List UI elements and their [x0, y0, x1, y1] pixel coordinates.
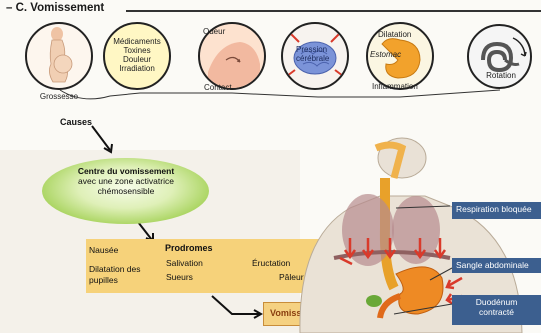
prodrome-item: Nausée: [89, 245, 118, 255]
prodromes-title: Prodromes: [165, 243, 213, 253]
centre-line2: avec une zone activatrice: [50, 176, 202, 186]
prodrome-item: Sueurs: [166, 272, 193, 282]
prodrome-item: Éructation: [252, 258, 290, 268]
centre-line3: chémosensible: [50, 186, 202, 196]
causes-label: Causes: [60, 117, 92, 127]
cause-link-line: [60, 90, 110, 99]
prodromes-to-vomissement-arrow: [212, 296, 260, 314]
duodenum-label: Duodénum contracté: [452, 295, 541, 325]
centre-title: Centre du vomissement: [50, 166, 202, 176]
prodrome-item: Dilatation des: [89, 264, 141, 274]
sangle-label: Sangle abdominale: [452, 258, 541, 273]
prodrome-item: pupilles: [89, 275, 118, 285]
duodenum-line2: contracté: [456, 307, 537, 317]
duodenum-line1: Duodénum: [456, 297, 537, 307]
causes-to-centre-arrow: [92, 126, 110, 150]
centre-vomissement-text: Centre du vomissement avec une zone acti…: [50, 166, 202, 196]
cause-link-line: [110, 90, 500, 97]
gallbladder-shape: [366, 295, 382, 307]
respiration-label: Respiration bloquée: [452, 202, 541, 219]
prodrome-item: Salivation: [166, 258, 203, 268]
centre-to-prodromes-arrow: [138, 222, 152, 240]
